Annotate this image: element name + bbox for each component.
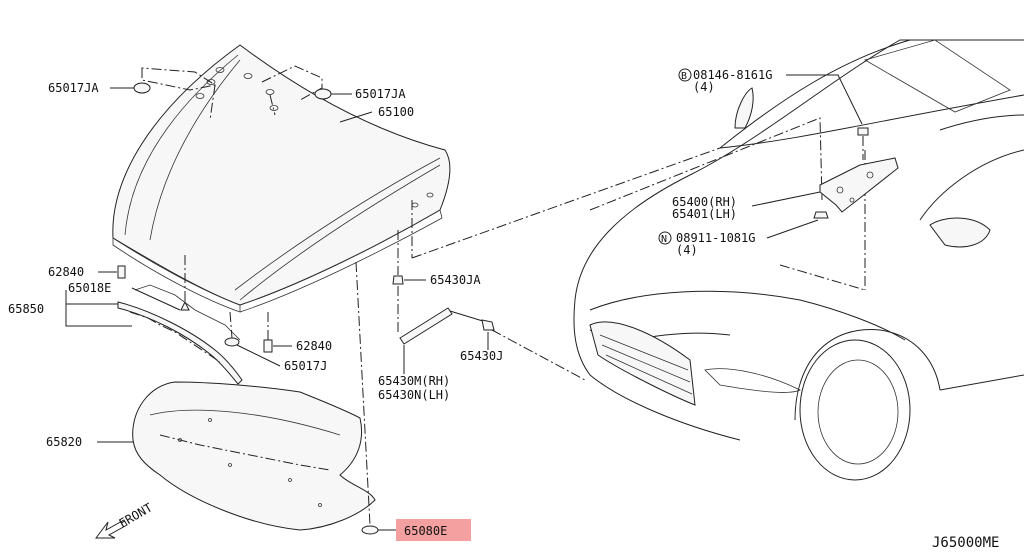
label-65100: 65100 (378, 105, 414, 119)
label-62840-right: 62840 (296, 339, 332, 353)
label-65400: 65400(RH) (672, 195, 737, 209)
callout-65017ja-right: 65017JA (314, 87, 406, 101)
callout-65018e: 65018E (68, 281, 181, 311)
hood-strut (392, 200, 495, 345)
callout-65017j: 65017J (224, 311, 327, 373)
highlight-65080e (396, 519, 471, 541)
vehicle-mirror (929, 217, 991, 248)
clip-62840-left (117, 265, 126, 279)
label-65430m: 65430M(RH) (378, 374, 450, 388)
callout-62840-right: 62840 (263, 312, 332, 353)
label-08911-1081g: 08911-1081G (676, 231, 755, 245)
callout-08911-1081g: N 08911-1081G (4) (658, 219, 819, 257)
callout-65400-65401: 65400(RH) 65401(LH) (672, 191, 821, 221)
callout-65100: 65100 (339, 105, 414, 123)
hood-hinge (813, 127, 899, 219)
vehicle-wheel (799, 339, 911, 481)
callout-65430j: 65430J (460, 332, 503, 363)
label-08146-qty: (4) (693, 80, 715, 94)
label-65430n: 65430N(LH) (378, 388, 450, 402)
bumper-rubber-65017j (224, 337, 240, 347)
bumper-rubber-right (314, 88, 332, 100)
clip-65080e (361, 525, 379, 535)
label-65017j: 65017J (284, 359, 327, 373)
drawing-code: J65000ME (932, 535, 999, 551)
hood-insulator (132, 381, 376, 531)
front-label: FRONT (117, 500, 155, 530)
strut-lower-ball (481, 319, 495, 331)
label-08146-prefix: B (681, 71, 687, 82)
label-65401: 65401(LH) (672, 207, 737, 221)
label-65850: 65850 (8, 302, 44, 316)
gas-strut-body (399, 307, 453, 345)
label-08911-qty: (4) (676, 243, 698, 257)
vehicle-grille (589, 321, 696, 406)
callout-65080e: 65080E (355, 261, 471, 541)
front-arrow: FRONT (95, 500, 155, 539)
label-65430j: 65430J (460, 349, 503, 363)
callout-65017ja-left: 65017JA (48, 81, 151, 95)
callout-65430m-n: 65430M(RH) 65430N(LH) (378, 345, 450, 402)
hood-bumper-guides (141, 65, 323, 121)
hinge-nut (813, 211, 829, 219)
bumper-rubber-left (133, 82, 151, 94)
callout-65430ja: 65430JA (404, 273, 481, 287)
hood-seal-assembly (117, 255, 243, 385)
callout-08146-8161g: B 08146-8161G (4) (678, 68, 863, 125)
callout-65850: 65850 (8, 290, 132, 327)
strut-upper-ball (392, 275, 404, 285)
vehicle-headlamp (704, 368, 801, 393)
label-65017ja-left: 65017JA (48, 81, 99, 95)
hinge-bracket (819, 157, 899, 213)
callout-62840-left: 62840 (48, 265, 126, 279)
callout-65820: 65820 (46, 435, 133, 449)
label-65080e: 65080E (404, 524, 447, 538)
label-65018e: 65018E (68, 281, 111, 295)
label-62840-left: 62840 (48, 265, 84, 279)
label-08911-prefix: N (661, 234, 667, 245)
vehicle-outline (411, 39, 1024, 481)
hinge-bolt (857, 127, 869, 136)
hood-panel (112, 44, 451, 313)
label-65430ja: 65430JA (430, 273, 481, 287)
label-08146-8161g: 08146-8161G (693, 68, 772, 82)
label-65820: 65820 (46, 435, 82, 449)
label-65017ja-right: 65017JA (355, 87, 406, 101)
clip-62840-right (263, 339, 273, 353)
